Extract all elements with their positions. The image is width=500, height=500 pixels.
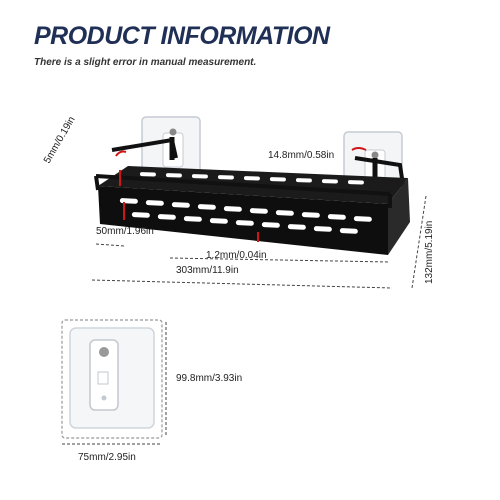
thickness-label: 1.2mm/0.04in [206,250,267,261]
measurement-note: There is a slight error in manual measur… [34,57,257,68]
red-markers [115,147,367,242]
shelf-basket [94,137,410,255]
plate-width-label: 75mm/2.95in [78,452,136,463]
height-label: 132mm/5.19in [424,220,435,284]
adhesive-plate-detail [61,319,167,445]
side-depth-label: 50mm/1.96in [96,226,154,237]
length-label: 303mm/11.9in [176,265,239,276]
plate-height-label: 99.8mm/3.93in [176,373,243,384]
hook-width-label: 14.8mm/0.58in [268,150,335,161]
page-title: PRODUCT INFORMATION [34,22,330,50]
